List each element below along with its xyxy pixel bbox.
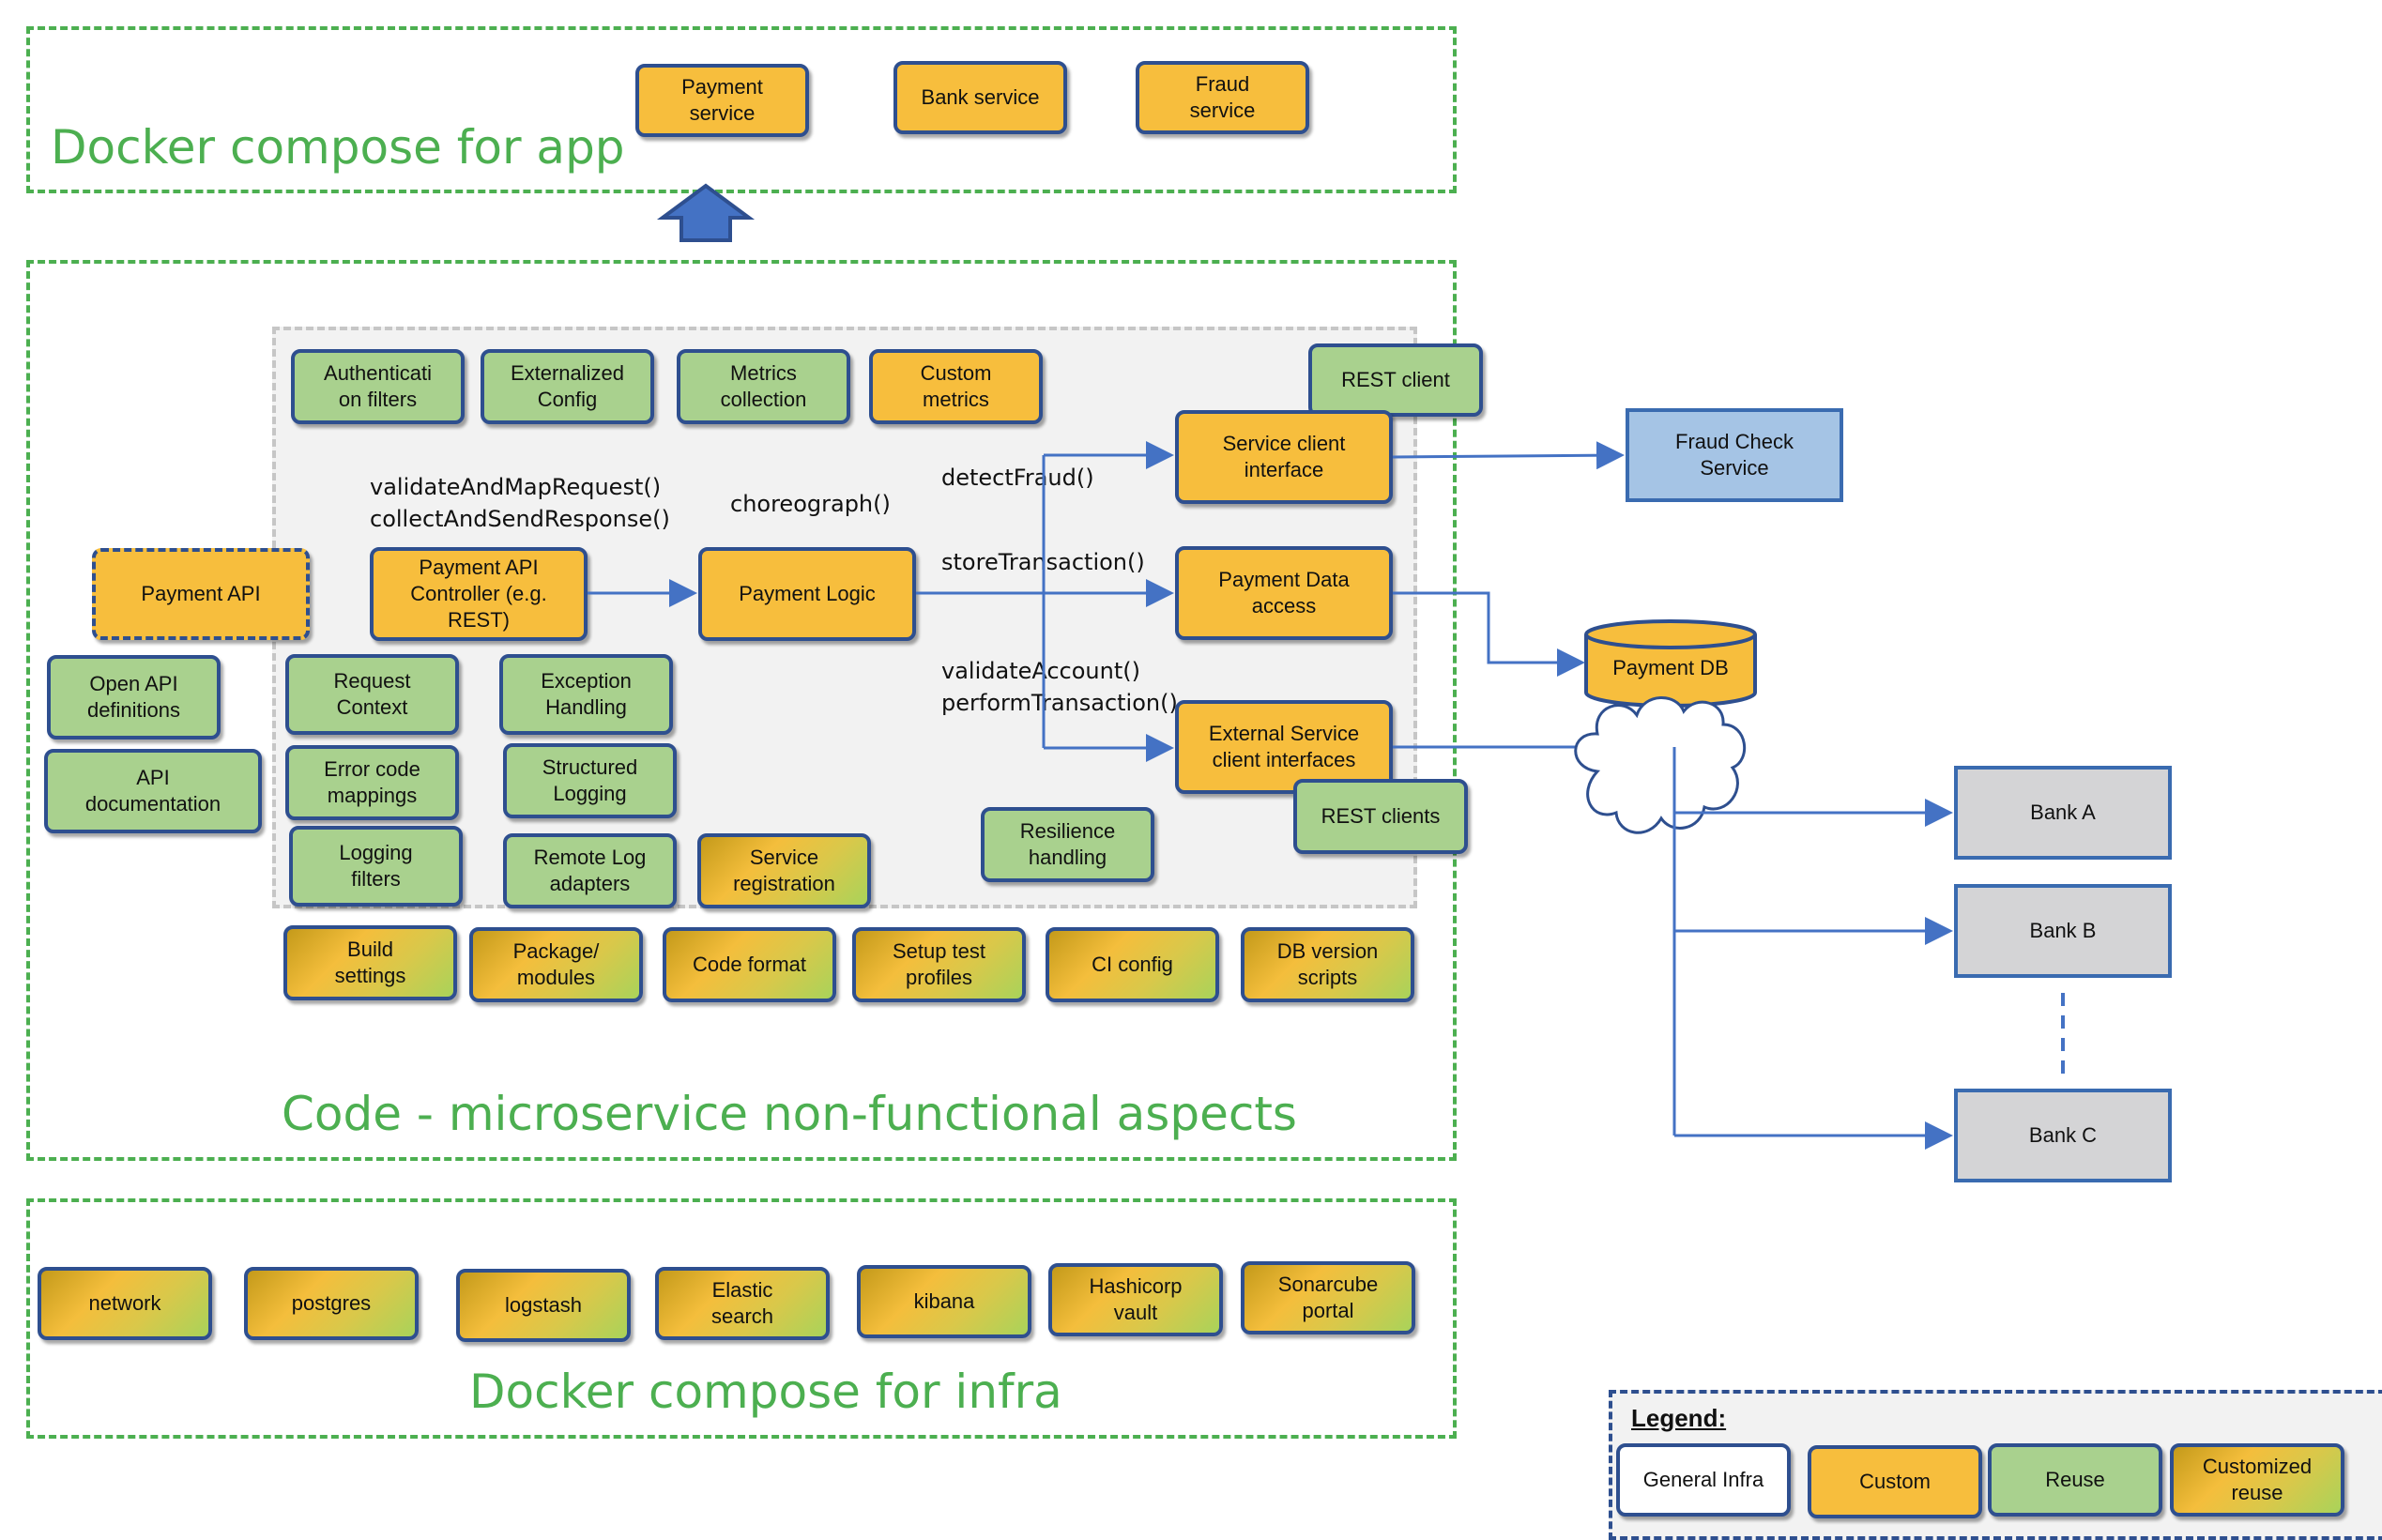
service-registration-box[interactable]: Service registration bbox=[697, 833, 871, 908]
build-settings-box[interactable]: Build settings bbox=[283, 925, 457, 1000]
postgres-box[interactable]: postgres bbox=[244, 1267, 419, 1340]
code-format-box[interactable]: Code format bbox=[663, 927, 836, 1002]
network-box[interactable]: network bbox=[38, 1267, 212, 1340]
bank-a-box[interactable]: Bank A bbox=[1954, 766, 2172, 860]
payment-data-access-box[interactable]: Payment Data access bbox=[1175, 546, 1393, 640]
code-region bbox=[26, 260, 1457, 1161]
open-api-definitions-box[interactable]: Open API definitions bbox=[47, 655, 221, 740]
sonarcube-portal-box[interactable]: Sonarcube portal bbox=[1241, 1261, 1415, 1334]
package-modules-box[interactable]: Package/ modules bbox=[469, 927, 643, 1002]
legend-title: Legend: bbox=[1631, 1404, 1727, 1432]
ci-config-box[interactable]: CI config bbox=[1046, 927, 1219, 1002]
request-context-box[interactable]: Request Context bbox=[285, 654, 459, 735]
fraud-check-service-box[interactable]: Fraud Check Service bbox=[1626, 408, 1843, 502]
structured-logging-box[interactable]: Structured Logging bbox=[503, 743, 677, 818]
logging-filters-box[interactable]: Logging filters bbox=[289, 826, 463, 907]
custom-metrics-box[interactable]: Custom metrics bbox=[869, 349, 1043, 424]
db-version-scripts-box[interactable]: DB version scripts bbox=[1241, 927, 1414, 1002]
payment-api-box[interactable]: Payment API bbox=[92, 548, 310, 640]
payment-logic-box[interactable]: Payment Logic bbox=[698, 547, 916, 641]
logstash-box[interactable]: logstash bbox=[456, 1269, 631, 1342]
hashicorp-vault-box[interactable]: Hashicorp vault bbox=[1048, 1263, 1223, 1336]
elastic-search-box[interactable]: Elastic search bbox=[655, 1267, 830, 1340]
controller-functions-label: validateAndMapRequest() collectAndSendRe… bbox=[370, 474, 670, 532]
docker-compose-infra-title: Docker compose for infra bbox=[469, 1365, 1062, 1419]
docker-compose-infra-region bbox=[26, 1198, 1457, 1439]
legend-custom: Custom bbox=[1808, 1445, 1982, 1518]
service-client-interface-box[interactable]: Service client interface bbox=[1175, 410, 1393, 504]
legend-reuse: Reuse bbox=[1988, 1443, 2162, 1517]
network-cloud-icon bbox=[1574, 696, 1747, 834]
detect-fraud-label: detectFraud() bbox=[941, 465, 1094, 491]
authentication-filters-box[interactable]: Authenticati on filters bbox=[291, 349, 465, 424]
metrics-collection-box[interactable]: Metrics collection bbox=[677, 349, 850, 424]
bank-b-box[interactable]: Bank B bbox=[1954, 884, 2172, 978]
fraud-service-box[interactable]: Fraud service bbox=[1136, 61, 1309, 134]
payment-service-box[interactable]: Payment service bbox=[635, 64, 809, 137]
choreograph-label: choreograph() bbox=[730, 491, 891, 517]
bank-service-box[interactable]: Bank service bbox=[893, 61, 1067, 134]
setup-test-profiles-box[interactable]: Setup test profiles bbox=[852, 927, 1026, 1002]
payment-db-label: Payment DB bbox=[1612, 656, 1729, 679]
remote-log-adapters-box[interactable]: Remote Log adapters bbox=[503, 833, 677, 908]
api-documentation-box[interactable]: API documentation bbox=[44, 749, 262, 833]
store-transaction-label: storeTransaction() bbox=[941, 549, 1145, 575]
resilience-handling-box[interactable]: Resilience handling bbox=[981, 807, 1154, 882]
validate-perform-label: validateAccount() performTransaction() bbox=[941, 658, 1178, 716]
docker-compose-app-title: Docker compose for app bbox=[51, 120, 625, 175]
error-code-mappings-box[interactable]: Error code mappings bbox=[285, 745, 459, 820]
rest-clients-box[interactable]: REST clients bbox=[1293, 779, 1468, 854]
external-service-client-box[interactable]: External Service client interfaces bbox=[1175, 700, 1393, 794]
externalized-config-box[interactable]: Externalized Config bbox=[481, 349, 654, 424]
exception-handling-box[interactable]: Exception Handling bbox=[499, 654, 673, 735]
legend-customized-reuse: Customized reuse bbox=[2170, 1443, 2344, 1517]
payment-api-controller-box[interactable]: Payment API Controller (e.g. REST) bbox=[370, 547, 588, 641]
deploy-up-arrow-icon bbox=[656, 183, 756, 242]
bank-c-box[interactable]: Bank C bbox=[1954, 1089, 2172, 1182]
legend-general-infra: General Infra bbox=[1616, 1443, 1791, 1517]
rest-client-box[interactable]: REST client bbox=[1308, 343, 1483, 417]
code-region-title: Code - microservice non-functional aspec… bbox=[282, 1087, 1297, 1141]
kibana-box[interactable]: kibana bbox=[857, 1265, 1031, 1338]
